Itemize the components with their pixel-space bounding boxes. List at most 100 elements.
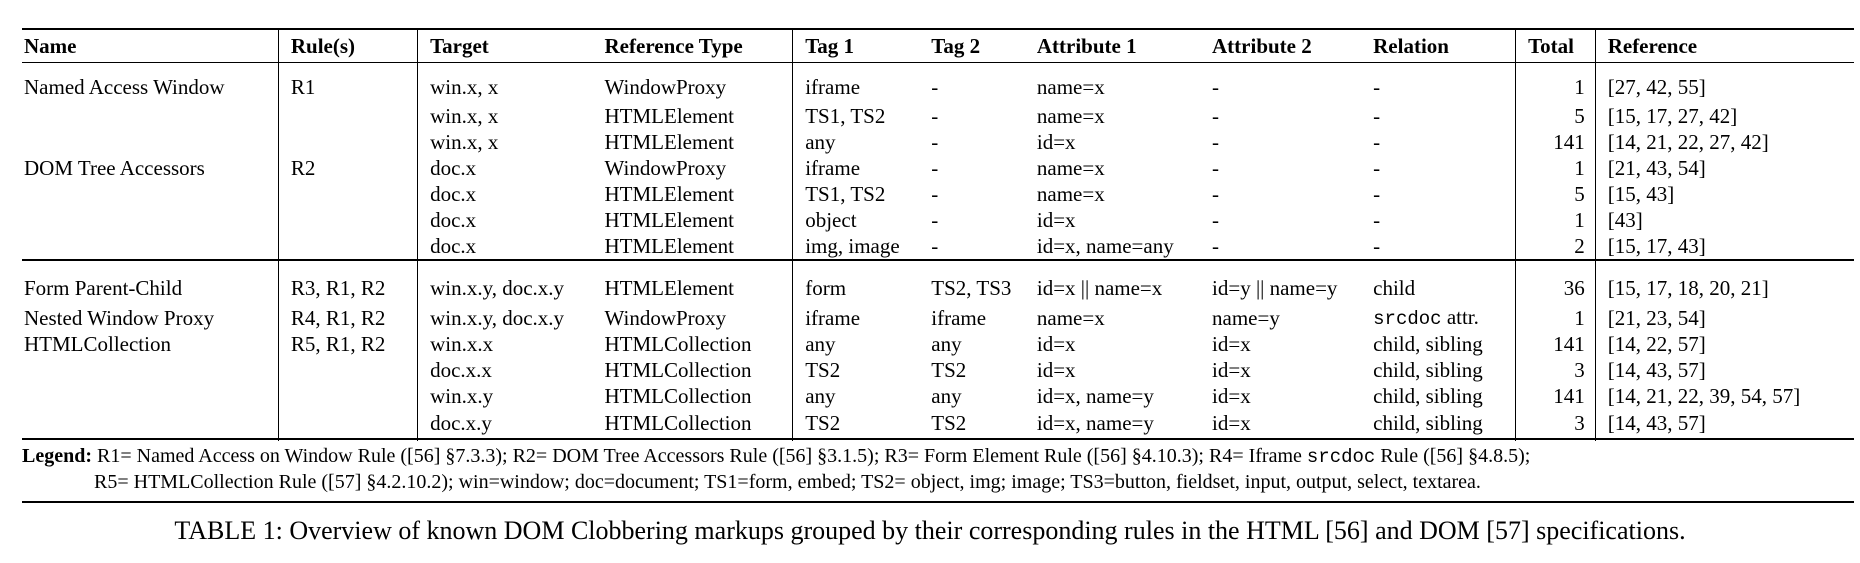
cell-name: HTMLCollection bbox=[24, 331, 171, 356]
cell-name: DOM Tree Accessors bbox=[24, 155, 205, 180]
col-tag2-header: Tag 2 bbox=[931, 33, 981, 58]
legend-text-1b: Rule ([56] §4.8.5); bbox=[1375, 445, 1531, 467]
cell-total: 5 bbox=[1515, 181, 1596, 207]
cell-target: doc.x.x bbox=[417, 357, 605, 383]
cell-total: 1 bbox=[1515, 207, 1596, 233]
col-reference-header: Reference bbox=[1594, 29, 1854, 63]
cell-name bbox=[22, 103, 278, 129]
cell-tag1: TS2 bbox=[792, 357, 932, 383]
cell-tag2: - bbox=[931, 181, 939, 206]
cell-reference-type: HTMLElement bbox=[604, 181, 734, 206]
cell-reference-type: WindowProxy bbox=[604, 305, 727, 330]
cell-name: Named Access Window bbox=[24, 74, 225, 99]
cell-attribute2: - bbox=[1212, 74, 1220, 99]
cell-tag2: - bbox=[931, 207, 939, 232]
cell-relation: - bbox=[1373, 129, 1381, 154]
cell-target: win.x, x bbox=[417, 103, 605, 129]
cell-name bbox=[22, 383, 278, 409]
col-attribute1-header: Attribute 1 bbox=[1036, 33, 1137, 58]
cell-reference: [14, 21, 22, 39, 54, 57] bbox=[1594, 383, 1854, 409]
cell-target: win.x.y, doc.x.y bbox=[417, 260, 605, 305]
cell-tag1: any bbox=[792, 331, 932, 357]
cell-name bbox=[22, 409, 278, 441]
cell-target: win.x.x bbox=[417, 331, 605, 357]
cell-name: Nested Window Proxy bbox=[24, 305, 215, 330]
cell-target: win.x, x bbox=[417, 62, 605, 103]
cell-attribute1: id=x bbox=[1036, 357, 1076, 382]
cell-relation: - bbox=[1373, 207, 1381, 232]
cell-rules bbox=[277, 181, 418, 207]
table-header: Name Rule(s) Target Reference Type Tag 1… bbox=[22, 29, 1854, 63]
cell-tag1: any bbox=[792, 129, 932, 155]
col-tag1-header: Tag 1 bbox=[792, 29, 932, 63]
cell-reference-type: HTMLElement bbox=[604, 207, 734, 232]
cell-rules: R5, R1, R2 bbox=[277, 331, 418, 357]
cell-tag1: iframe bbox=[792, 305, 932, 331]
cell-relation: - bbox=[1373, 181, 1381, 206]
cell-target: doc.x bbox=[417, 181, 605, 207]
cell-reference-type: HTMLElement bbox=[604, 129, 734, 154]
cell-reference-type: HTMLCollection bbox=[604, 410, 752, 435]
cell-tag1: img, image bbox=[792, 233, 932, 260]
cell-rules bbox=[277, 207, 418, 233]
cell-reference: [14, 21, 22, 27, 42] bbox=[1594, 129, 1854, 155]
cell-rules bbox=[277, 103, 418, 129]
cell-relation: child bbox=[1373, 275, 1416, 300]
cell-name bbox=[22, 129, 278, 155]
cell-relation: child, sibling bbox=[1373, 357, 1483, 382]
cell-attribute1: name=x bbox=[1036, 103, 1105, 128]
cell-tag2: TS2, TS3 bbox=[931, 275, 1012, 300]
cell-attribute1: id=x bbox=[1036, 331, 1076, 356]
cell-attribute2: - bbox=[1212, 233, 1220, 258]
cell-attribute1: name=x bbox=[1036, 74, 1105, 99]
cell-rules bbox=[277, 357, 418, 383]
srcdoc-code: srcdoc bbox=[1373, 308, 1442, 330]
cell-reference-type: HTMLElement bbox=[604, 275, 734, 300]
cell-attribute2: - bbox=[1212, 129, 1220, 154]
cell-target: doc.x bbox=[417, 207, 605, 233]
cell-tag2: - bbox=[931, 129, 939, 154]
cell-reference: [15, 17, 18, 20, 21] bbox=[1594, 260, 1854, 305]
cell-target: win.x.y bbox=[417, 383, 605, 409]
cell-reference: [21, 23, 54] bbox=[1594, 305, 1854, 331]
cell-reference: [14, 22, 57] bbox=[1594, 331, 1854, 357]
cell-total: 2 bbox=[1515, 233, 1596, 260]
cell-reference: [21, 43, 54] bbox=[1594, 155, 1854, 181]
cell-attribute1: name=x bbox=[1036, 181, 1105, 206]
cell-attribute1: id=x bbox=[1036, 129, 1076, 154]
cell-attribute1: id=x, name=y bbox=[1036, 383, 1154, 408]
cell-name: Form Parent-Child bbox=[24, 275, 183, 300]
cell-total: 1 bbox=[1515, 155, 1596, 181]
table-caption: TABLE 1: Overview of known DOM Clobberin… bbox=[174, 516, 1686, 545]
dom-clobbering-table: Name Rule(s) Target Reference Type Tag 1… bbox=[22, 28, 1854, 441]
cell-tag1: TS2 bbox=[792, 409, 932, 441]
cell-relation: srcdoc attr. bbox=[1373, 305, 1515, 331]
cell-rules: R2 bbox=[277, 155, 418, 181]
legend-text-1a: R1= Named Access on Window Rule ([56] §7… bbox=[92, 445, 1307, 467]
cell-name bbox=[22, 233, 278, 260]
cell-rules: R4, R1, R2 bbox=[277, 305, 418, 331]
cell-tag2: iframe bbox=[931, 305, 987, 330]
cell-attribute1: id=x bbox=[1036, 207, 1076, 232]
col-target-header: Target bbox=[417, 29, 605, 63]
cell-relation: - bbox=[1373, 155, 1381, 180]
cell-rules: R3, R1, R2 bbox=[277, 260, 418, 305]
cell-reference: [14, 43, 57] bbox=[1594, 357, 1854, 383]
cell-relation: child, sibling bbox=[1373, 410, 1483, 435]
cell-target: doc.x.y bbox=[417, 409, 605, 441]
col-attribute2-header: Attribute 2 bbox=[1212, 33, 1312, 58]
cell-tag2: TS2 bbox=[931, 410, 967, 435]
header-row: Name Rule(s) Target Reference Type Tag 1… bbox=[22, 29, 1854, 63]
cell-tag2: - bbox=[931, 233, 939, 258]
